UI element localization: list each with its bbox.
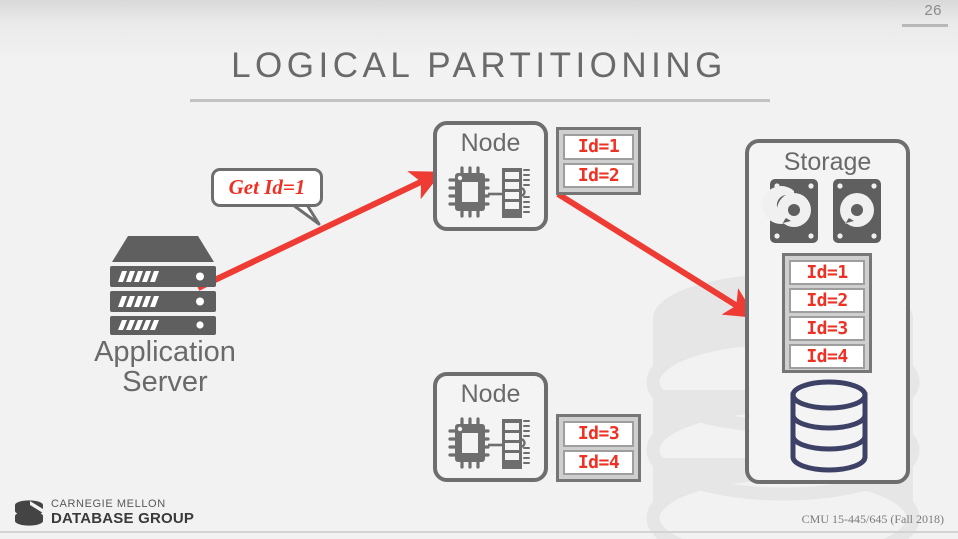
- course-citation: CMU 15-445/645 (Fall 2018): [801, 512, 944, 526]
- node-2-hardware-icons: [448, 417, 530, 469]
- node-2-box[interactable]: Node: [433, 372, 548, 482]
- node-1-partition-table: Id=1 Id=2: [556, 127, 641, 195]
- node-2-partition-table: Id=3 Id=4: [556, 414, 641, 482]
- page-title: LOGICAL PARTITIONING: [231, 46, 727, 85]
- ram-module-icon: [502, 419, 530, 469]
- get-id-callout: Get Id=1: [211, 168, 323, 207]
- page-number-rule: [902, 24, 948, 27]
- footer-divider: [0, 531, 958, 533]
- id-cell: Id=2: [563, 162, 634, 188]
- app-server-label-line1: Application: [94, 336, 236, 368]
- node-1-label: Node: [460, 129, 521, 157]
- id-cell: Id=1: [563, 134, 634, 160]
- database-cylinder-icon: [790, 379, 868, 473]
- page-number: 26: [924, 2, 942, 19]
- id-cell: Id=4: [789, 344, 865, 369]
- storage-table: Id=1 Id=2 Id=3 Id=4: [782, 253, 872, 373]
- id-cell: Id=1: [789, 260, 865, 285]
- cpu-chip-icon: [448, 166, 490, 218]
- hard-disk-icon: [762, 179, 818, 243]
- id-cell: Id=3: [563, 421, 634, 447]
- storage-disk-icons: [762, 179, 881, 243]
- app-server-label-line2: Server: [122, 365, 208, 398]
- cpu-chip-icon: [448, 417, 490, 469]
- fetch-arrow: [556, 191, 757, 318]
- storage-label: Storage: [783, 148, 872, 176]
- ram-module-icon: [502, 168, 530, 218]
- id-cell: Id=2: [789, 288, 865, 313]
- request-arrow: [196, 171, 443, 291]
- cmu-db-group-logo: CARNEGIE MELLON DATABASE GROUP: [14, 499, 194, 526]
- hard-disk-icon: [833, 179, 881, 243]
- id-cell: Id=3: [789, 316, 865, 341]
- application-server-label: Application Server: [45, 336, 285, 398]
- server-rack-icon: [110, 236, 216, 335]
- title-divider: [190, 99, 770, 102]
- node-1-hardware-icons: [448, 166, 530, 218]
- id-cell: Id=4: [563, 449, 634, 475]
- logo-line-1: CARNEGIE MELLON: [51, 498, 166, 510]
- database-cylinder-logo: [15, 499, 43, 526]
- node-2-label: Node: [460, 380, 521, 408]
- logo-line-2: DATABASE GROUP: [51, 510, 195, 527]
- callout-text: Get Id=1: [228, 175, 306, 199]
